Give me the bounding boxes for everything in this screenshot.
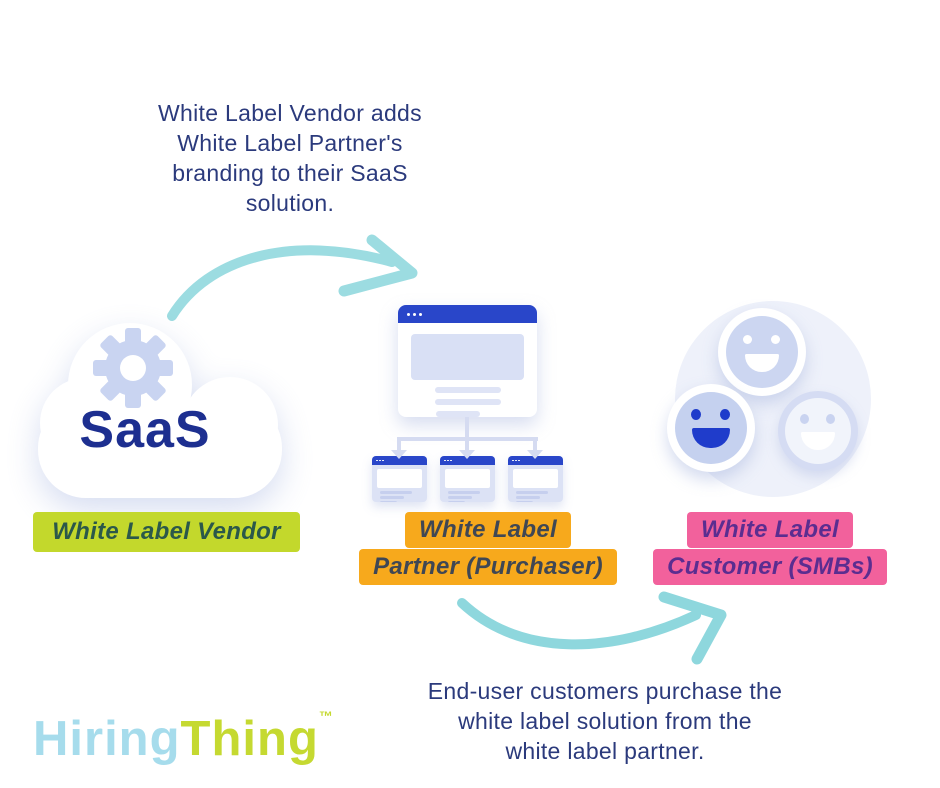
text-line-placeholder [516, 501, 533, 502]
trademark-symbol: ™ [318, 708, 333, 724]
window-dot-icon [382, 459, 384, 462]
arrowhead-down-icon [459, 450, 475, 459]
text-line-placeholder [380, 501, 397, 502]
smiley-face-skin [726, 316, 798, 388]
connector-drop [533, 437, 537, 451]
child-browser-window [440, 456, 495, 502]
child-browser-window [372, 456, 427, 502]
smiley-face-icon [667, 384, 755, 472]
window-dot-icon [444, 459, 446, 462]
window-dot-icon [450, 459, 452, 462]
main-browser-window [398, 305, 537, 417]
browser-hierarchy [368, 300, 570, 510]
window-dot-icon [413, 312, 416, 316]
top-annotation-line: White Label Partner's [177, 130, 403, 156]
label-text: White Label Vendor [52, 518, 281, 545]
window-dot-icon [407, 312, 410, 316]
bottom-annotation-line: white label solution from the [458, 708, 752, 734]
content-placeholder [513, 469, 558, 488]
logo-part-thing: Thing [180, 712, 319, 766]
text-line-placeholder [448, 496, 472, 499]
smiley-face-skin [675, 392, 747, 464]
saas-label: SaaS [79, 401, 211, 459]
smiley-eye [691, 409, 701, 420]
window-titlebar [508, 456, 563, 465]
content-placeholder [377, 469, 422, 488]
label-white-label-vendor: White Label Vendor [33, 512, 300, 552]
smiley-eye [743, 335, 752, 344]
window-dot-icon [512, 459, 514, 462]
top-annotation-line: solution. [245, 190, 335, 216]
top-annotation: White Label Vendor adds White Label Part… [90, 98, 490, 218]
connector-drop [465, 437, 469, 451]
window-dot-icon [379, 459, 381, 462]
bottom-annotation-line: white label partner. [505, 738, 705, 764]
content-placeholder [445, 469, 490, 488]
text-line-placeholder [516, 496, 540, 499]
top-annotation-line: White Label Vendor adds [158, 100, 422, 126]
window-titlebar [440, 456, 495, 465]
window-titlebar [398, 305, 537, 323]
connector-stem [465, 417, 469, 439]
hiringthing-logo: HiringThing™ [33, 708, 333, 767]
text-line-placeholder [380, 491, 412, 494]
label-text: White Label [687, 512, 853, 548]
bottom-annotation-line: End-user customers purchase the [427, 678, 783, 704]
window-dot-icon [447, 459, 449, 462]
window-dot-icon [419, 312, 422, 316]
smiley-eye [771, 335, 780, 344]
smiley-face-icon [778, 391, 858, 471]
label-text: Customer (SMBs) [653, 549, 887, 585]
content-placeholder [411, 334, 524, 380]
text-line-placeholder [434, 399, 501, 405]
child-browser-window [508, 456, 563, 502]
customer-smiley-group [665, 293, 890, 515]
window-dot-icon [518, 459, 520, 462]
smiley-mouth [745, 354, 779, 372]
gear-icon [93, 328, 173, 408]
smiley-eye [826, 414, 835, 424]
smiley-face-skin [785, 398, 851, 464]
smiley-eye [800, 414, 809, 424]
text-line-placeholder [448, 501, 465, 502]
window-dot-icon [515, 459, 517, 462]
cloud-icon [38, 323, 282, 498]
bottom-annotation: End-user customers purchase the white la… [415, 676, 795, 766]
text-line-placeholder [434, 387, 501, 393]
label-text: Partner (Purchaser) [359, 549, 617, 585]
connector-drop [397, 437, 401, 451]
curved-arrow-right-icon [167, 234, 418, 321]
text-line-placeholder [448, 491, 480, 494]
text-line-placeholder [436, 411, 480, 417]
smiley-mouth [801, 432, 835, 450]
arrowhead-down-icon [391, 450, 407, 459]
smiley-mouth [692, 428, 730, 448]
smiley-eye [720, 409, 730, 420]
arrowhead-down-icon [527, 450, 543, 459]
text-line-placeholder [516, 491, 548, 494]
window-dot-icon [376, 459, 378, 462]
window-titlebar [372, 456, 427, 465]
top-annotation-line: branding to their SaaS [172, 160, 408, 186]
smiley-face-icon [718, 308, 806, 396]
label-white-label-partner: White Label Partner (Purchaser) [338, 512, 638, 586]
saas-cloud: SaaS [30, 300, 290, 510]
label-white-label-customer: White Label Customer (SMBs) [630, 512, 910, 586]
logo-part-hiring: Hiring [33, 712, 181, 766]
label-text: White Label [405, 512, 571, 548]
curved-arrow-right-icon [457, 591, 727, 665]
text-line-placeholder [380, 496, 404, 499]
